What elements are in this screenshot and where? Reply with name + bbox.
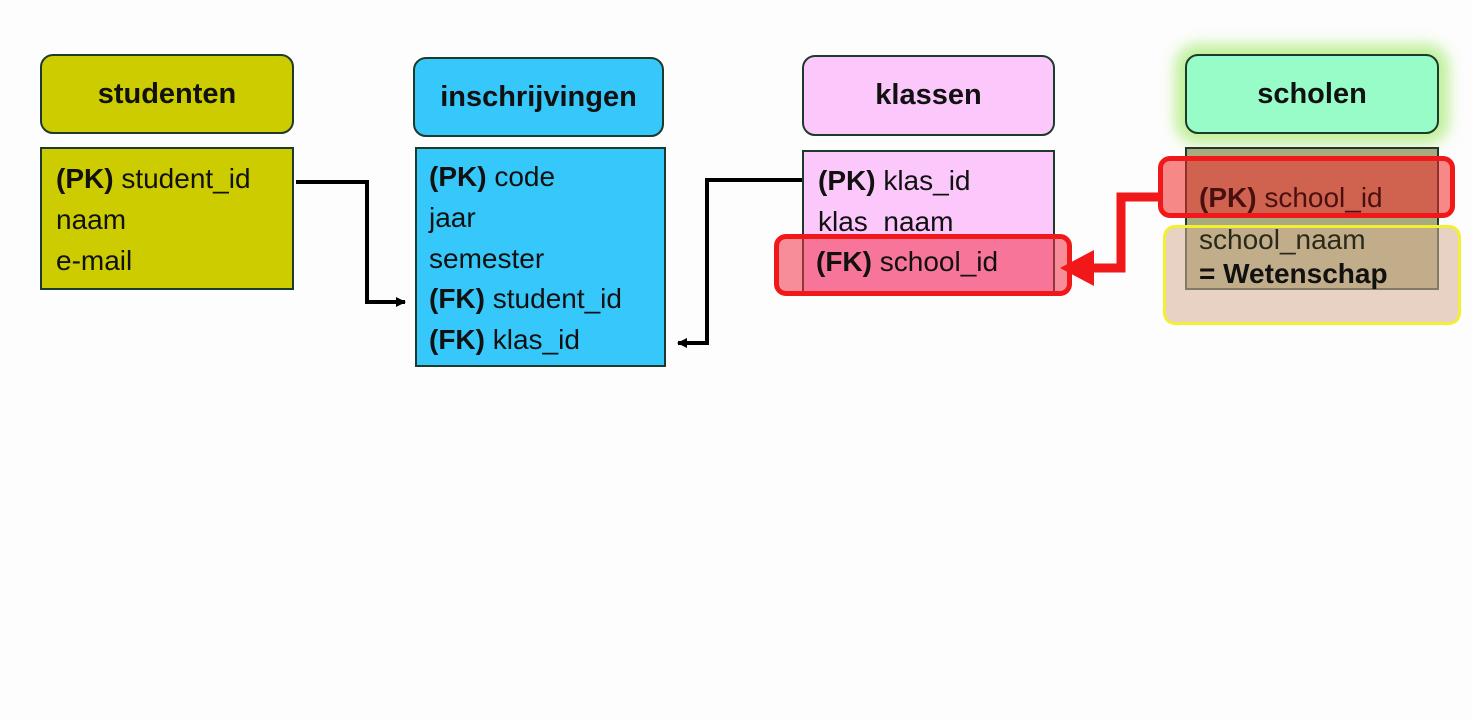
- key-label: (PK): [818, 165, 876, 196]
- column-row: naam: [56, 204, 292, 236]
- filter-value-wetenschap: = Wetenschap: [1199, 258, 1388, 290]
- column-name: student_id: [121, 163, 251, 194]
- key-label: (FK): [429, 324, 485, 355]
- column-name: e-mail: [56, 245, 133, 276]
- key-label: (PK): [1199, 182, 1257, 213]
- column-row: semester: [429, 243, 664, 275]
- column-name: jaar: [429, 202, 476, 233]
- key-label: (FK): [429, 283, 485, 314]
- key-label: (FK): [816, 246, 872, 277]
- highlight-school-naam: [1163, 225, 1461, 325]
- column-name: school_naam: [1199, 224, 1366, 255]
- key-label: (PK): [429, 161, 487, 192]
- column-name: klas_id: [492, 324, 580, 355]
- key-label: (PK): [56, 163, 114, 194]
- column-name: school_id: [1264, 182, 1383, 213]
- table-body-inschrijvingen: (PK) code jaar semester (FK) student_id …: [415, 147, 666, 367]
- column-row: (PK) student_id: [56, 163, 292, 195]
- column-name: semester: [429, 243, 545, 274]
- table-header-inschrijvingen: inschrijvingen: [413, 57, 664, 137]
- column-row-fk-school-id: (FK) school_id: [816, 246, 998, 278]
- column-row: (FK) klas_id: [429, 324, 664, 356]
- column-name: school_id: [879, 246, 999, 277]
- table-header-scholen: scholen: [1185, 54, 1439, 134]
- column-row: (PK) code: [429, 161, 664, 193]
- line-klassen-inschrijvingen: [677, 178, 802, 348]
- highlight-school-id-fk: [774, 234, 1072, 296]
- filter-value: = Wetenschap: [1199, 258, 1388, 289]
- column-row-school-naam: school_naam: [1199, 224, 1366, 256]
- column-row: (PK) klas_id: [818, 165, 1053, 197]
- column-name: code: [494, 161, 556, 192]
- table-header-studenten: studenten: [40, 54, 294, 134]
- line-studenten-inschrijvingen: [296, 180, 406, 307]
- table-header-klassen: klassen: [802, 55, 1055, 136]
- column-row-pk-school-id: (PK) school_id: [1199, 182, 1383, 214]
- table-body-studenten: (PK) student_id naam e-mail: [40, 147, 294, 290]
- column-row: klas_naam: [818, 206, 1053, 238]
- column-row: (FK) student_id: [429, 283, 664, 315]
- column-name: naam: [56, 204, 127, 235]
- column-name: student_id: [492, 283, 622, 314]
- column-row: e-mail: [56, 245, 292, 277]
- column-name: klas_naam: [818, 206, 954, 237]
- highlight-school-id-pk: [1158, 156, 1455, 218]
- column-name: klas_id: [883, 165, 971, 196]
- column-row: jaar: [429, 202, 664, 234]
